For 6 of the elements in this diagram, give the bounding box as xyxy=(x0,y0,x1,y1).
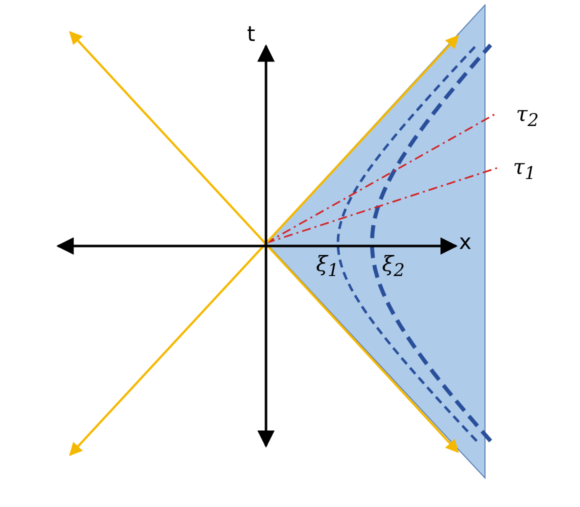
curve-label: ξ$_{1}$ xyxy=(316,254,339,281)
curve-label: τ$_{1}$ xyxy=(513,157,536,184)
curve-label: τ$_{2}$ xyxy=(516,104,539,131)
curve-label: ξ$_{2}$ xyxy=(382,254,405,281)
axis-label: x xyxy=(459,232,472,253)
axis-label: t xyxy=(247,24,256,45)
